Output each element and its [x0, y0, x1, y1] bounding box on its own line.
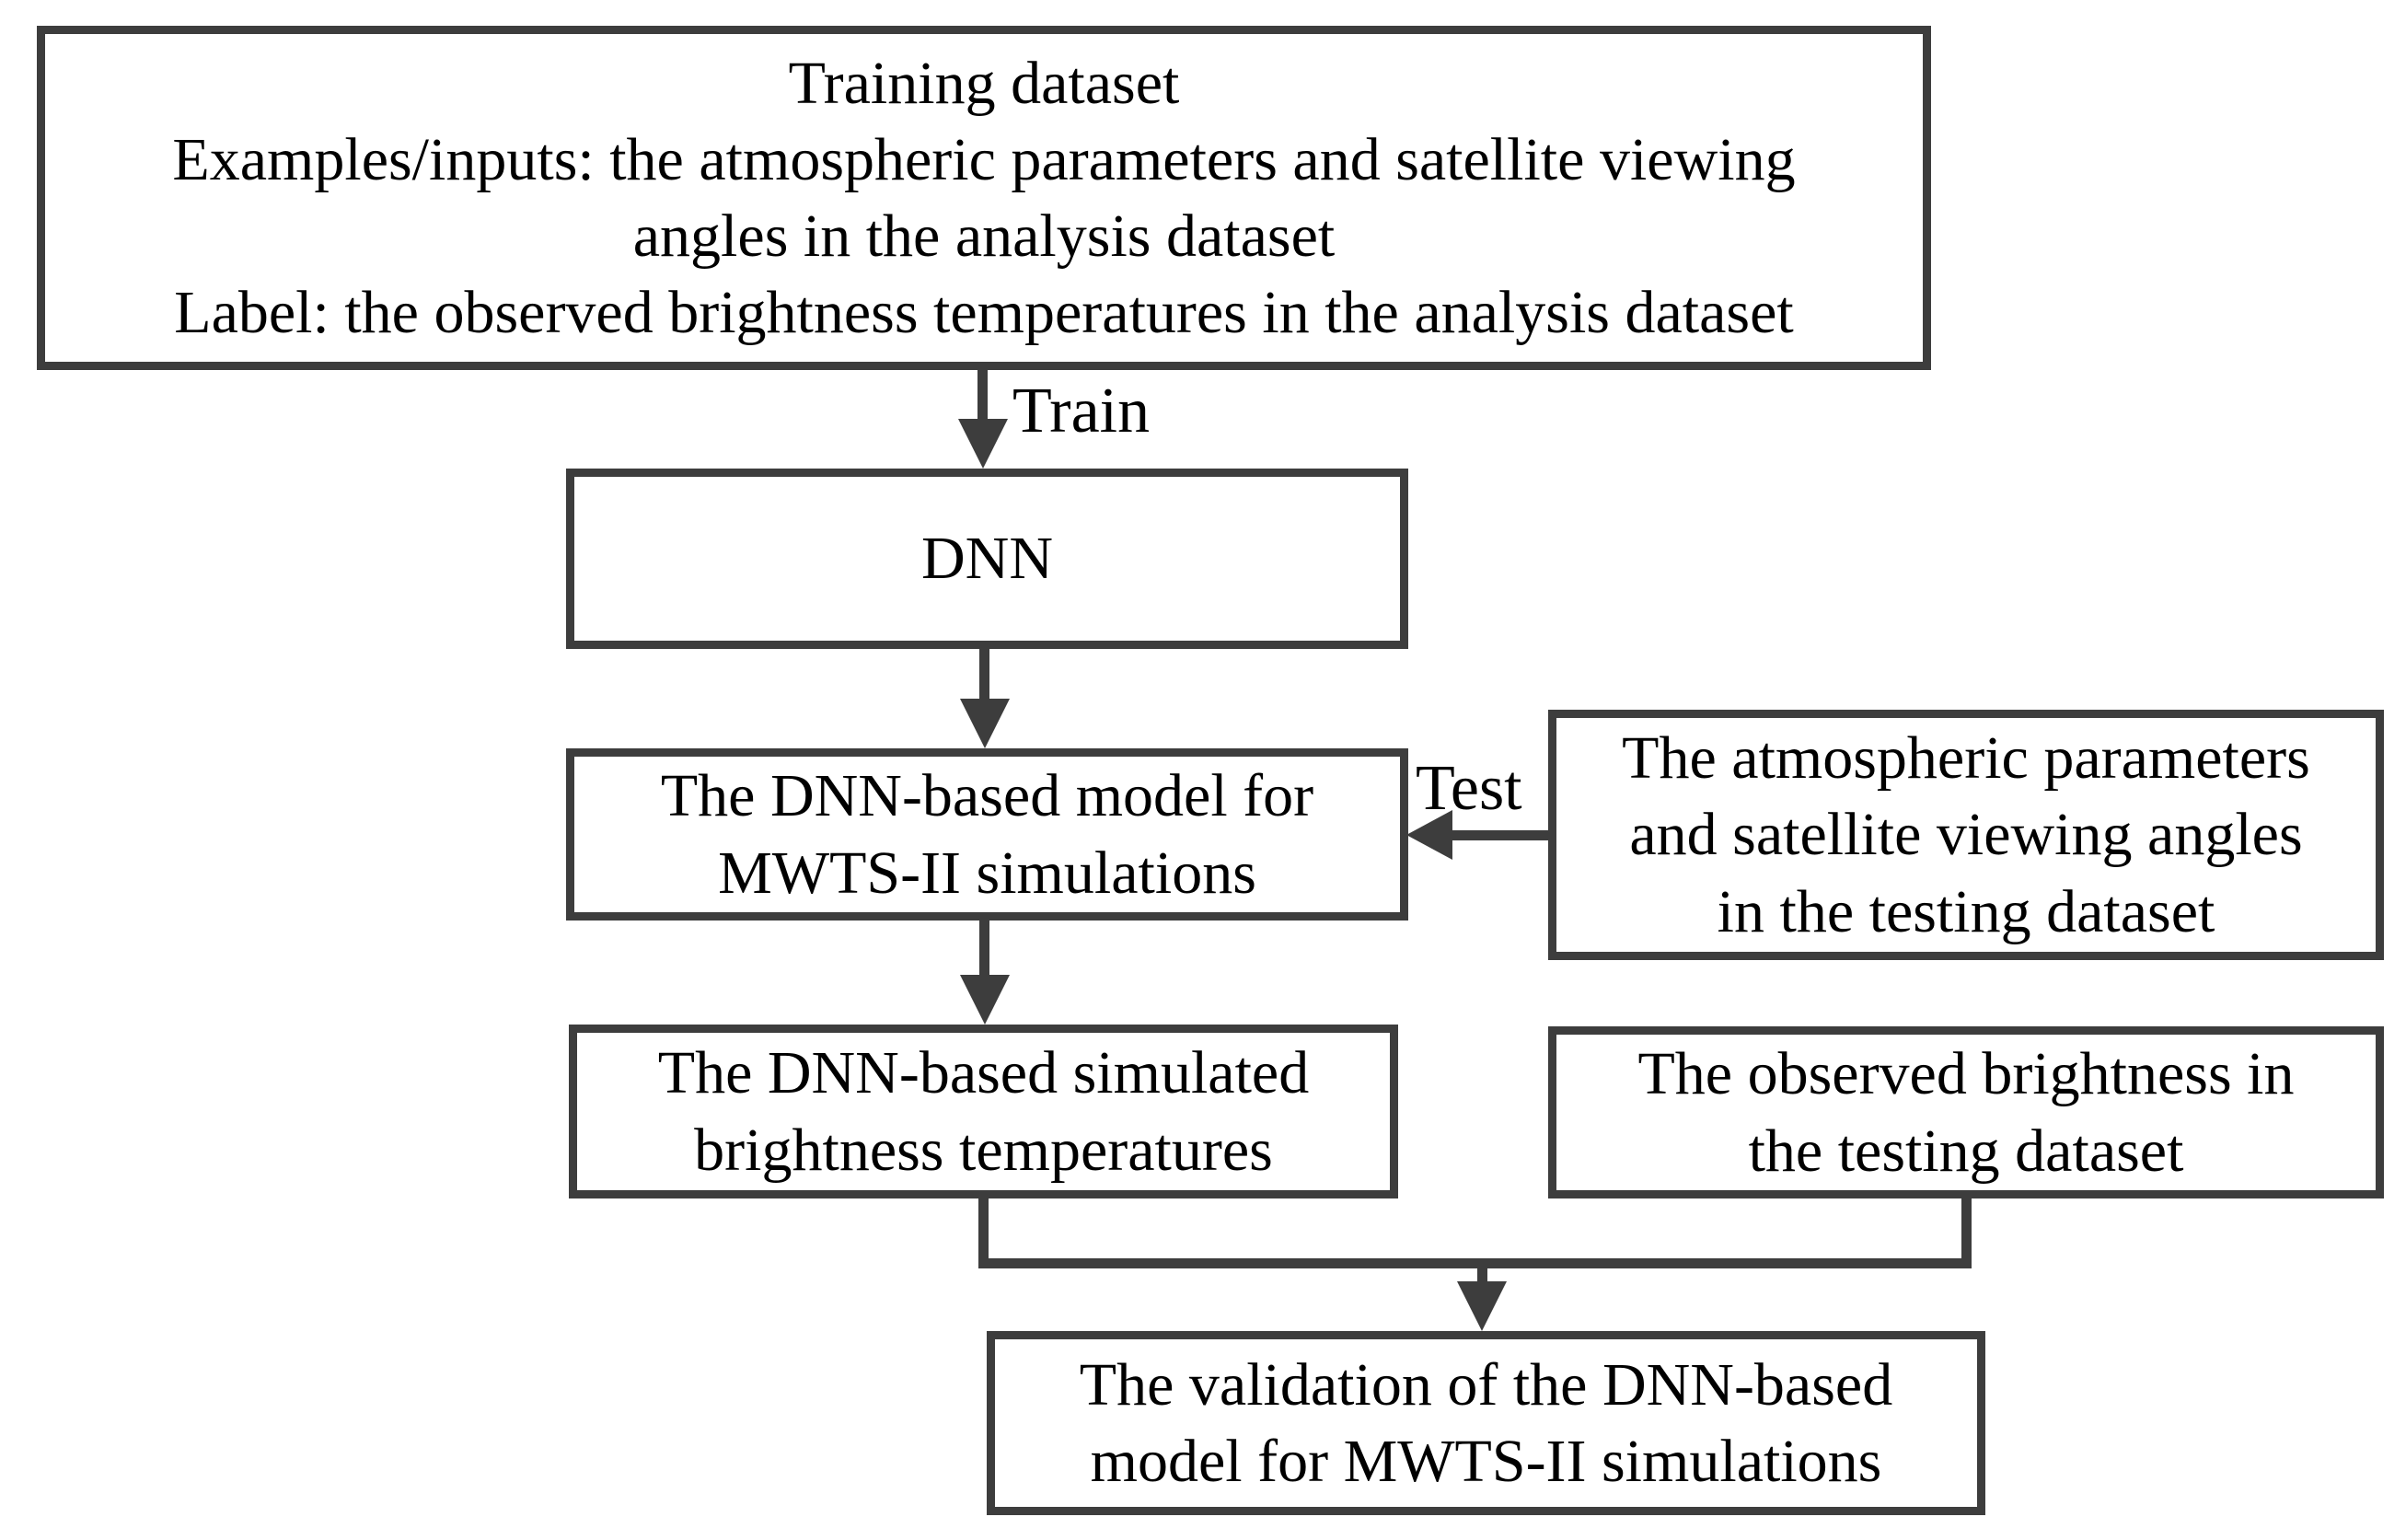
- node-dnn-model: The DNN-based model for MWTS-II simulati…: [566, 748, 1408, 921]
- text-line: MWTS-II simulations: [718, 839, 1256, 907]
- dnn-to-model-arrow-shaft: [979, 649, 989, 707]
- dnn-to-model-arrowhead: [960, 699, 1010, 748]
- text-line: model for MWTS-II simulations: [1090, 1428, 1882, 1495]
- text-line: and satellite viewing angles: [1629, 801, 2303, 869]
- train-arrow-shaft: [977, 370, 988, 431]
- train-arrowhead: [958, 419, 1008, 469]
- connector-left-vertical: [978, 1198, 989, 1268]
- node-testing-inputs: The atmospheric parameters and satellite…: [1548, 710, 2384, 960]
- connector-horizontal-bus: [978, 1258, 1972, 1268]
- node-validation: The validation of the DNN-based model fo…: [987, 1331, 1985, 1515]
- text-line: the testing dataset: [1748, 1117, 2184, 1185]
- text-line: in the testing dataset: [1717, 877, 2215, 945]
- text-line: Training dataset: [788, 49, 1180, 117]
- node-training-dataset: Training dataset Examples/inputs: the at…: [37, 26, 1931, 370]
- text-line: Label: the observed brightness temperatu…: [174, 279, 1794, 347]
- test-arrowhead: [1406, 810, 1452, 860]
- text-line: brightness temperatures: [694, 1116, 1273, 1184]
- text-line: The validation of the DNN-based: [1079, 1350, 1893, 1418]
- text-line: angles in the analysis dataset: [632, 203, 1336, 270]
- validation-arrowhead: [1457, 1281, 1507, 1331]
- node-observed-bt: The observed brightness in the testing d…: [1548, 1026, 2384, 1198]
- text-line: The observed brightness in: [1637, 1040, 2295, 1108]
- text-line: The atmospheric parameters: [1622, 724, 2310, 793]
- text-line: Examples/inputs: the atmospheric paramet…: [172, 125, 1796, 193]
- validation-arrow-shaft: [1477, 1268, 1487, 1287]
- text-line: DNN: [921, 525, 1053, 593]
- test-arrow-label: Test: [1416, 753, 1522, 824]
- test-arrow-shaft: [1447, 830, 1548, 840]
- text-line: The DNN-based simulated: [657, 1039, 1310, 1107]
- node-dnn: DNN: [566, 469, 1408, 649]
- model-to-simulated-arrow-shaft: [979, 921, 989, 978]
- connector-right-vertical: [1961, 1198, 1972, 1268]
- node-simulated-bt: The DNN-based simulated brightness tempe…: [569, 1025, 1398, 1198]
- train-arrow-label: Train: [1012, 376, 1151, 446]
- text-line: The DNN-based model for: [660, 762, 1314, 830]
- model-to-simulated-arrowhead: [960, 975, 1010, 1025]
